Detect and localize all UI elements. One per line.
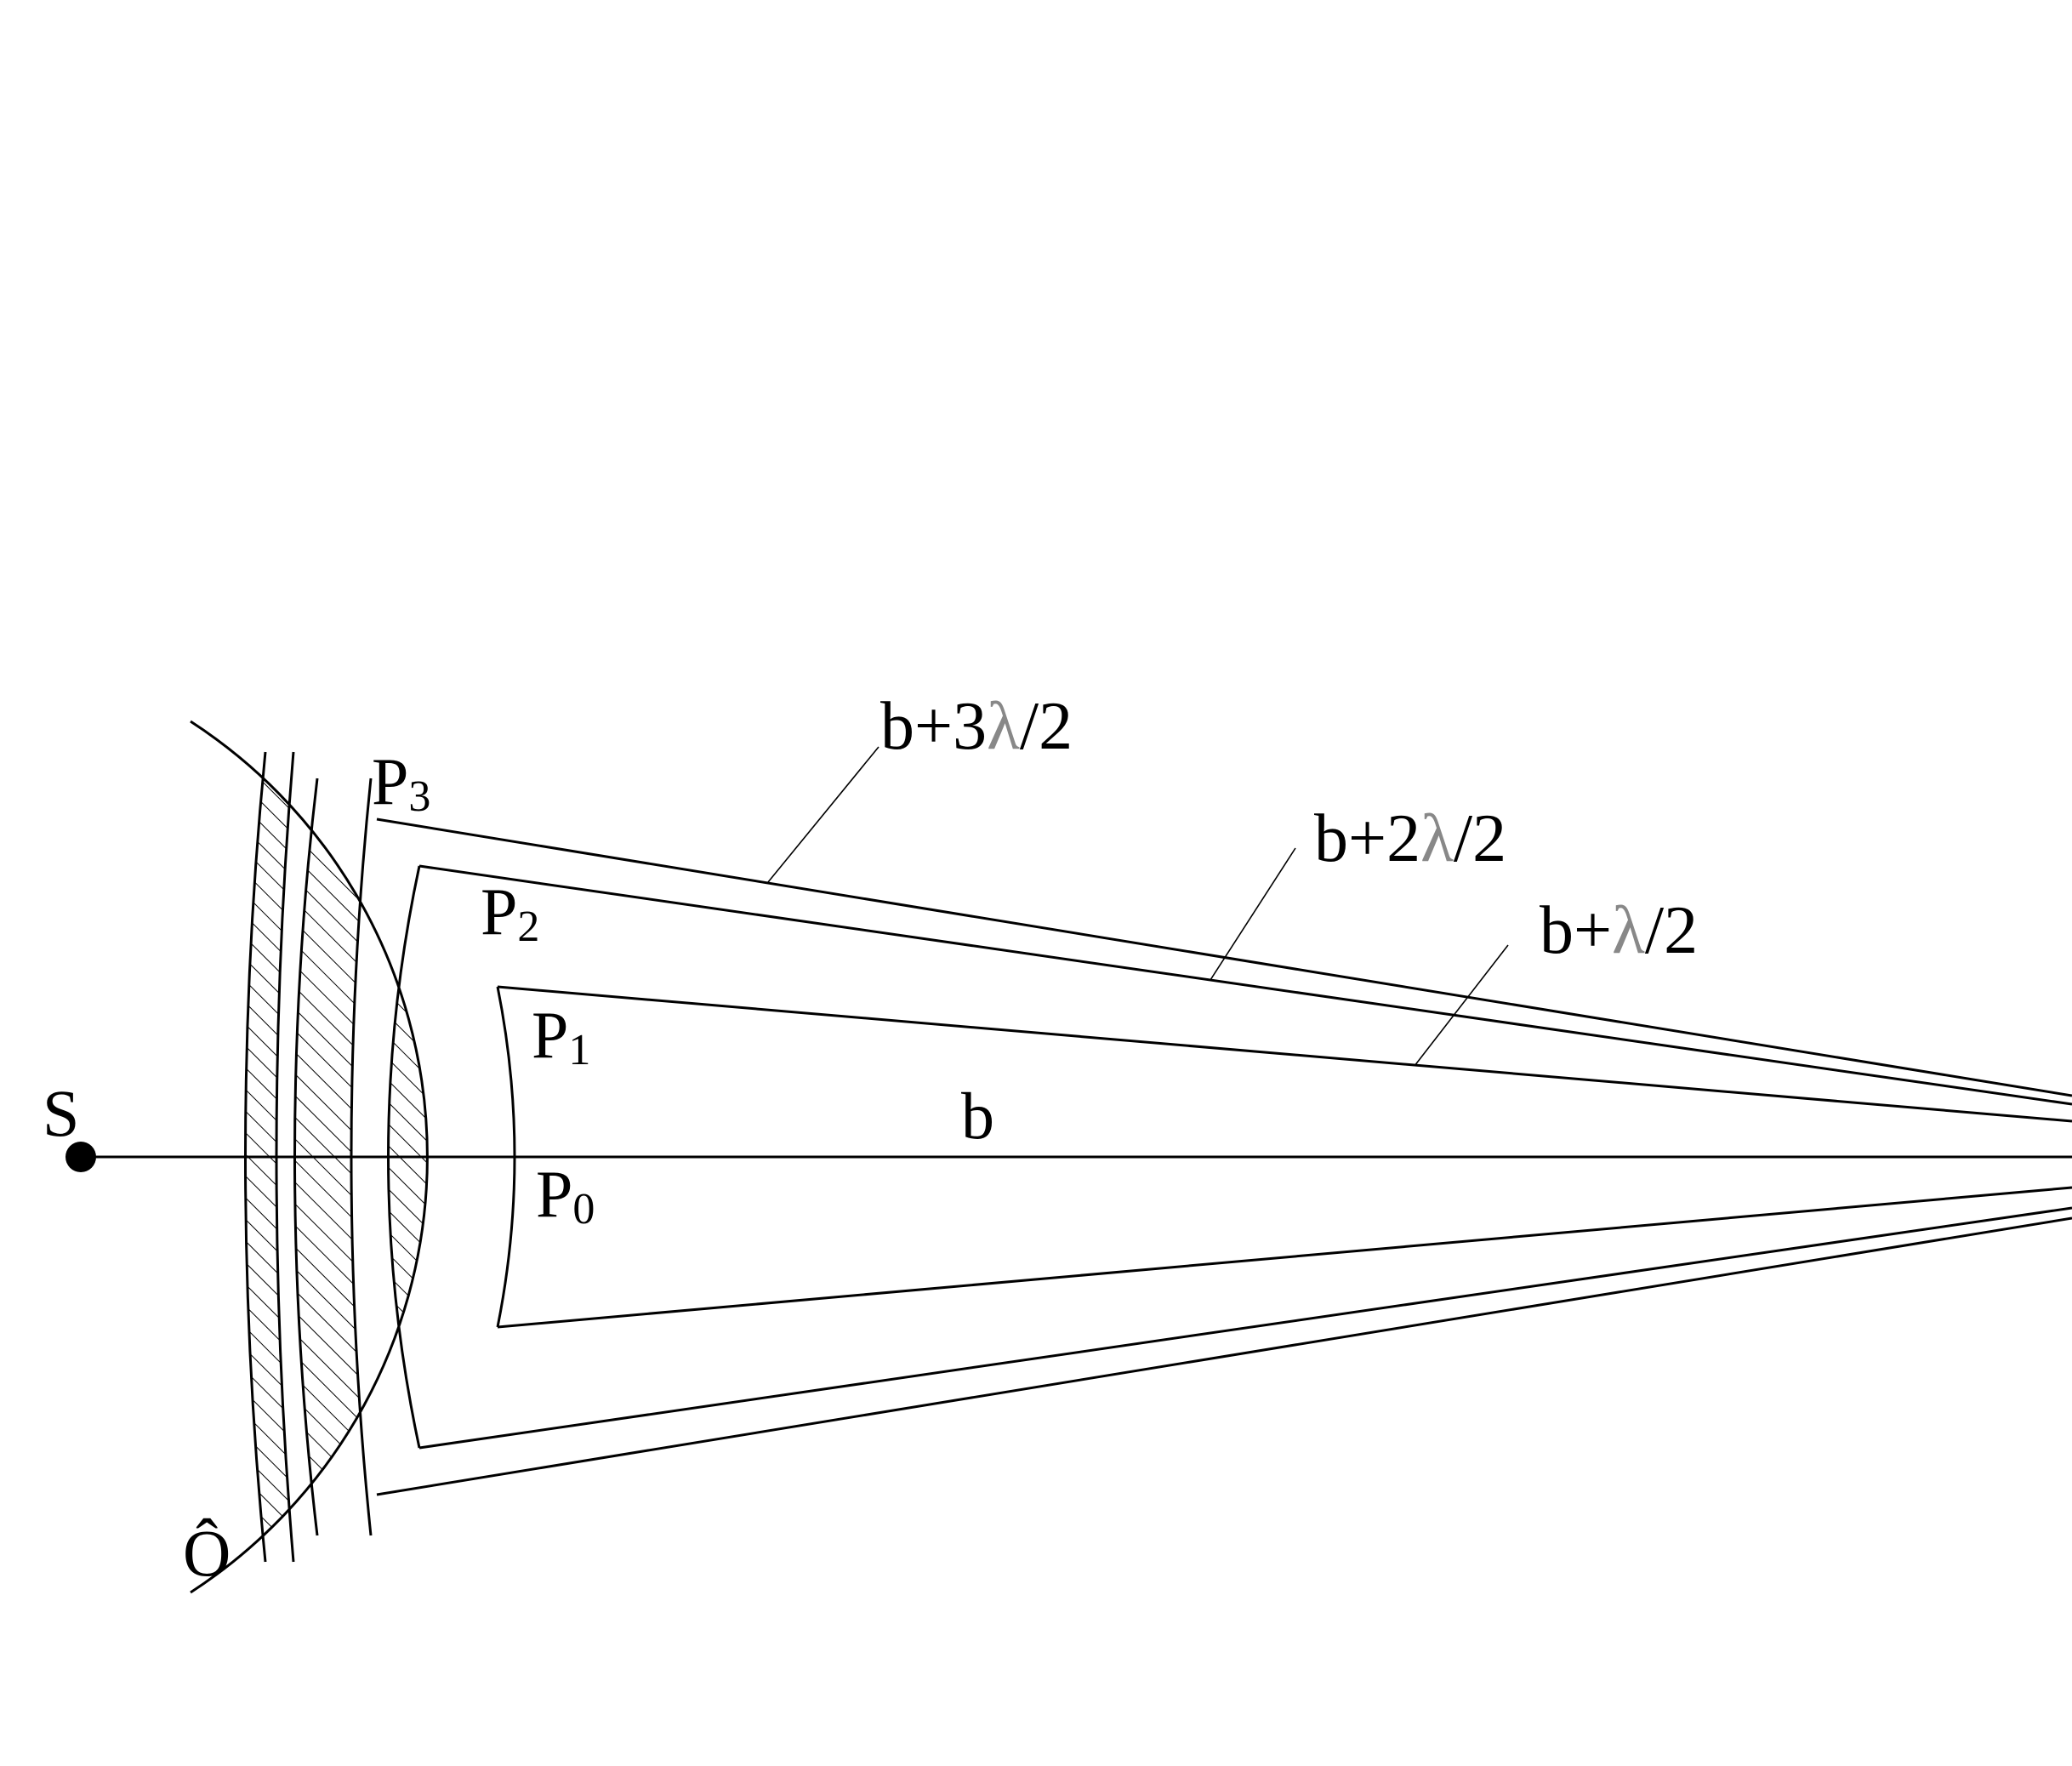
p3-label: P3 (372, 744, 430, 821)
path1-label: b+λ/2 (1540, 893, 1698, 968)
source-point (65, 1142, 96, 1172)
wavefront-label: Ô (183, 1516, 231, 1590)
leader-lines (767, 746, 1509, 1067)
ray-p1-upper (497, 985, 2072, 1123)
leader-path3 (767, 746, 879, 883)
path2-label: b+2λ/2 (1314, 801, 1506, 876)
ray-p2-lower (418, 1206, 2072, 1450)
p2-label: P2 (481, 874, 539, 951)
axis-label: b (961, 1079, 994, 1153)
ray-p1-lower (497, 1186, 2072, 1329)
path3-label: b+3λ/2 (880, 689, 1073, 764)
ray-p3-lower (376, 1216, 2072, 1496)
ray-p2-upper (418, 864, 2072, 1106)
p0-label: P0 (536, 1157, 595, 1233)
p1-label: P1 (532, 998, 590, 1074)
leader-path2 (1210, 847, 1296, 981)
leader-path1 (1414, 944, 1509, 1067)
source-label: S (43, 1076, 79, 1150)
